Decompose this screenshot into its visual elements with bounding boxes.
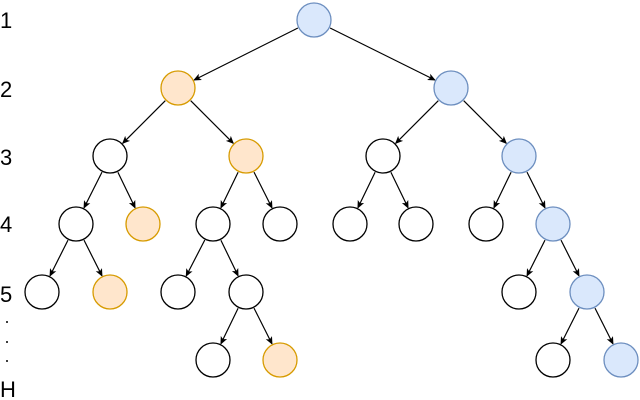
tree-node-orange-n4b <box>125 206 161 242</box>
edge-n3c-to-n4e <box>357 171 376 209</box>
edge-n4a-to-n5a <box>49 239 69 277</box>
level-label-2: 2 <box>0 77 12 102</box>
edge-n5d-to-n6a <box>220 307 239 345</box>
tree-node-plain-n4a <box>58 206 94 242</box>
edge-n5d-to-n6b <box>253 307 273 345</box>
level-labels: 1 2 3 4 5 H <box>0 8 16 400</box>
edge-n5f-to-n6c <box>560 307 580 345</box>
tree-node-blue-n5f <box>569 274 605 310</box>
tree-node-plain-n4f <box>398 206 434 242</box>
tree-node-plain-n4c <box>195 206 231 242</box>
tree-node-blue-n3d <box>501 138 537 174</box>
tree-node-plain-n5e <box>501 274 537 310</box>
edge-n4h-to-n5f <box>560 239 580 277</box>
edge-n3b-to-n4c <box>220 171 239 209</box>
tree-node-plain-n5a <box>24 274 60 310</box>
tree-node-plain-n4d <box>262 206 298 242</box>
ellipsis-dot-2 <box>6 341 8 343</box>
edge-n3d-to-n4h <box>526 171 546 209</box>
edge-root-to-n2l <box>193 27 299 81</box>
edge-n3c-to-n4f <box>390 171 409 209</box>
edge-n3b-to-n4d <box>253 171 273 209</box>
edge-n4h-to-n5e <box>526 239 546 277</box>
edge-n5f-to-n6d <box>594 307 614 345</box>
tree-node-blue-n6d <box>603 342 639 378</box>
edge-n2r-to-n3c <box>394 100 439 145</box>
tree-node-orange-n2l <box>160 70 196 106</box>
tree-edges <box>49 27 614 345</box>
tree-node-plain-n3a <box>92 138 128 174</box>
edge-n4a-to-n5b <box>83 239 103 277</box>
level-label-3: 3 <box>0 145 12 170</box>
edge-root-to-n2r <box>329 27 436 81</box>
tree-node-blue-n4h <box>535 206 571 242</box>
tree-node-plain-n3c <box>365 138 401 174</box>
tree-node-blue-root <box>296 2 332 38</box>
level-label-1: 1 <box>0 8 12 33</box>
level-label-5: 5 <box>0 282 12 307</box>
level-label-4: 4 <box>0 212 12 237</box>
tree-nodes <box>24 2 639 378</box>
edge-n3d-to-n4g <box>493 171 512 209</box>
tree-node-orange-n6b <box>262 342 298 378</box>
edge-n2l-to-n3a <box>121 100 166 145</box>
tree-node-plain-n6c <box>535 342 571 378</box>
ellipsis-dot-1 <box>6 321 8 323</box>
edge-n3a-to-n4b <box>117 171 136 209</box>
edge-n3a-to-n4a <box>83 171 103 209</box>
edge-n4c-to-n5c <box>185 239 206 277</box>
tree-node-plain-n4e <box>332 206 368 242</box>
edge-n2l-to-n3b <box>190 100 235 145</box>
edge-n2r-to-n3d <box>463 100 508 145</box>
tree-node-blue-n2r <box>433 70 469 106</box>
tree-node-plain-n5c <box>160 274 196 310</box>
level-label-h: H <box>0 377 16 400</box>
tree-node-plain-n6a <box>195 342 231 378</box>
tree-node-orange-n5b <box>92 274 128 310</box>
tree-node-orange-n3b <box>228 138 264 174</box>
tree-node-plain-n5d <box>228 274 264 310</box>
edge-n4c-to-n5d <box>220 239 239 277</box>
ellipsis-dot-3 <box>6 360 8 362</box>
tree-node-plain-n4g <box>468 206 504 242</box>
